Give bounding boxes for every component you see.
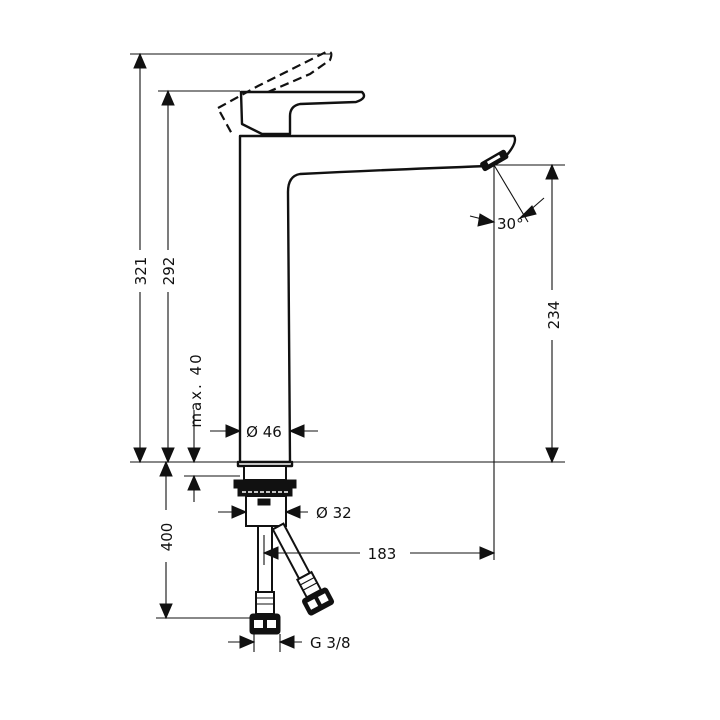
label-30-degrees: 30° <box>497 215 524 233</box>
dimension-shank-diameter: Ø 32 <box>218 504 352 522</box>
faucet-body <box>236 134 517 468</box>
dimension-spout-height: 234 <box>493 163 565 560</box>
label-g-3-8: G 3/8 <box>310 634 351 652</box>
dimension-connection-thread: G 3/8 <box>228 634 351 652</box>
dimension-spout-angle: 30° <box>469 164 545 233</box>
dimension-lever-height: 292 <box>158 89 240 464</box>
dimension-total-height: 321 <box>130 52 330 464</box>
label-max-40: max. 40 <box>187 352 205 427</box>
dimension-body-diameter: Ø 46 <box>210 423 318 441</box>
dimension-max-deck: max. 40 <box>184 352 240 502</box>
angled-hose <box>271 522 335 616</box>
lever-handle <box>217 50 366 136</box>
shank-assembly <box>233 465 297 527</box>
label-234: 234 <box>545 301 563 330</box>
dimension-hose-length: 400 <box>156 460 254 620</box>
label-321: 321 <box>132 257 150 286</box>
label-400: 400 <box>158 523 176 552</box>
straight-hose <box>249 525 281 635</box>
aerator <box>480 149 509 172</box>
label-183: 183 <box>368 545 397 563</box>
label-292: 292 <box>160 257 178 286</box>
dimension-spout-reach: 183 <box>262 535 496 565</box>
label-diameter-46: Ø 46 <box>246 423 282 441</box>
label-diameter-32: Ø 32 <box>316 504 352 522</box>
